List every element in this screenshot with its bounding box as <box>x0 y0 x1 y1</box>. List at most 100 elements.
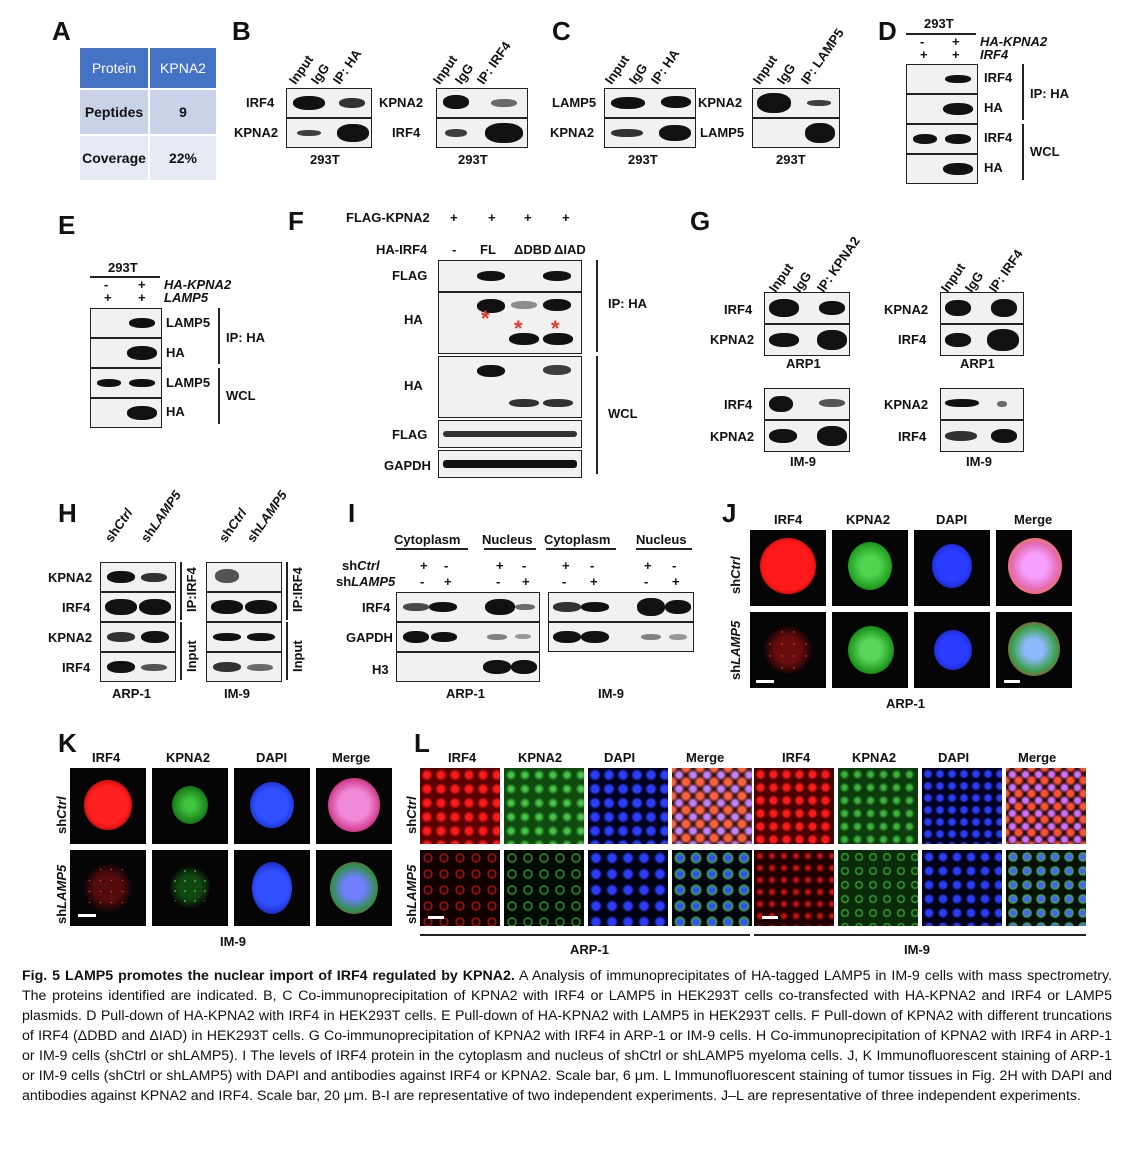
blot <box>90 308 162 338</box>
condition-sign: + <box>952 47 960 62</box>
group-label: IP: HA <box>608 296 647 311</box>
if-image-merge <box>316 768 392 844</box>
channel-label: IRF4 <box>774 512 803 527</box>
blot <box>906 64 978 94</box>
blot <box>548 622 694 652</box>
if-image-irf4 <box>750 612 826 688</box>
star-annotation: * <box>514 316 523 341</box>
condition-sign: + <box>138 290 146 305</box>
figure-caption: Fig. 5 LAMP5 promotes the nuclear import… <box>22 966 1112 1106</box>
blot <box>752 118 840 148</box>
row-label: HA <box>404 378 423 393</box>
row-label: FLAG <box>392 427 428 442</box>
row-label-shlamp5: shLAMP5 <box>728 620 743 680</box>
panel-label-k: K <box>58 728 77 758</box>
tissue-image-merge <box>1006 850 1086 926</box>
tissue-image-merge <box>672 850 752 926</box>
row-label-shlamp5: shLAMP5 <box>54 864 69 924</box>
panel-label-b: B <box>232 16 251 46</box>
channel-label: Merge <box>686 750 725 765</box>
row-label: IRF4 <box>246 95 275 110</box>
if-image-merge <box>996 612 1072 688</box>
condition-sign: - <box>420 574 425 589</box>
condition-sign: - <box>444 558 449 573</box>
blot <box>100 622 176 652</box>
cell-line-label: ARP-1 <box>886 696 926 711</box>
tissue-image-irf4 <box>754 850 834 926</box>
tissue-image-dapi <box>922 768 1002 844</box>
row-label: KPNA2 <box>884 397 929 412</box>
condition-sign: - <box>496 574 501 589</box>
cell-line-label: ARP-1 <box>570 942 610 957</box>
if-image-kpna2 <box>152 768 228 844</box>
blot <box>940 324 1024 356</box>
blot <box>604 118 696 148</box>
column-label: IP: HA <box>647 46 683 87</box>
condition-sign: + <box>562 210 570 225</box>
blot <box>286 88 372 118</box>
blot <box>206 652 282 682</box>
row-label: HA <box>166 345 185 360</box>
condition-sign: + <box>488 210 496 225</box>
row-label: HA <box>404 312 423 327</box>
column-label: Input <box>749 52 781 87</box>
table-header-kpna2: KPNA2 <box>148 46 218 90</box>
tissue-image-dapi <box>588 768 668 844</box>
if-image-irf4 <box>70 850 146 926</box>
tissue-image-kpna2 <box>838 768 918 844</box>
channel-label: IRF4 <box>448 750 477 765</box>
row-label: IRF4 <box>62 600 91 615</box>
condition-sign: + <box>524 210 532 225</box>
channel-label: Merge <box>1014 512 1053 527</box>
channel-label: Merge <box>332 750 371 765</box>
group-label: IP:IRF4 <box>184 567 199 612</box>
if-image-kpna2 <box>832 612 908 688</box>
row-label: KPNA2 <box>884 302 929 317</box>
blot <box>438 450 582 478</box>
channel-label: DAPI <box>604 750 636 765</box>
condition-value: - <box>452 242 457 257</box>
blot <box>100 652 176 682</box>
cell-line-label: IM-9 <box>224 686 250 701</box>
blot <box>90 398 162 428</box>
cell-line-label: IM-9 <box>598 686 624 701</box>
condition-sign: + <box>450 210 458 225</box>
blot <box>90 338 162 368</box>
scale-bar <box>78 914 96 917</box>
blot <box>906 94 978 124</box>
cell-line-label: 293T <box>310 152 340 167</box>
table-cell: Coverage <box>78 134 150 182</box>
blot <box>438 356 582 418</box>
channel-label: IRF4 <box>92 750 121 765</box>
tissue-image-irf4 <box>420 850 500 926</box>
channel-label: KPNA2 <box>166 750 211 765</box>
column-label: IP: IRF4 <box>985 246 1026 295</box>
condition-sign: + <box>104 290 112 305</box>
panel-label-c: C <box>552 16 571 46</box>
condition-sign: + <box>138 277 146 292</box>
condition-label: LAMP5 <box>164 290 209 305</box>
table-cell: 9 <box>148 88 218 136</box>
condition-sign: + <box>420 558 428 573</box>
panel-label-d: D <box>878 16 897 46</box>
row-label: LAMP5 <box>166 375 211 390</box>
cell-line-label: 293T <box>924 16 954 31</box>
blot <box>100 592 176 622</box>
fraction-label: Nucleus <box>636 532 687 547</box>
condition-value: ΔIAD <box>554 242 586 257</box>
row-label: GAPDH <box>384 458 431 473</box>
if-image-dapi <box>234 850 310 926</box>
row-label: KPNA2 <box>379 95 424 110</box>
row-label: H3 <box>372 662 389 677</box>
cell-line-label: 293T <box>776 152 806 167</box>
panel-label-j: J <box>722 498 737 528</box>
blot <box>396 592 540 622</box>
row-label: KPNA2 <box>710 429 755 444</box>
panel-label-g: G <box>690 206 711 236</box>
table-cell: Peptides <box>78 88 150 136</box>
row-label: HA <box>166 404 185 419</box>
condition-sign: + <box>644 558 652 573</box>
condition-sign: + <box>562 558 570 573</box>
group-label: WCL <box>1030 144 1060 159</box>
panel-label-i: I <box>348 498 356 528</box>
